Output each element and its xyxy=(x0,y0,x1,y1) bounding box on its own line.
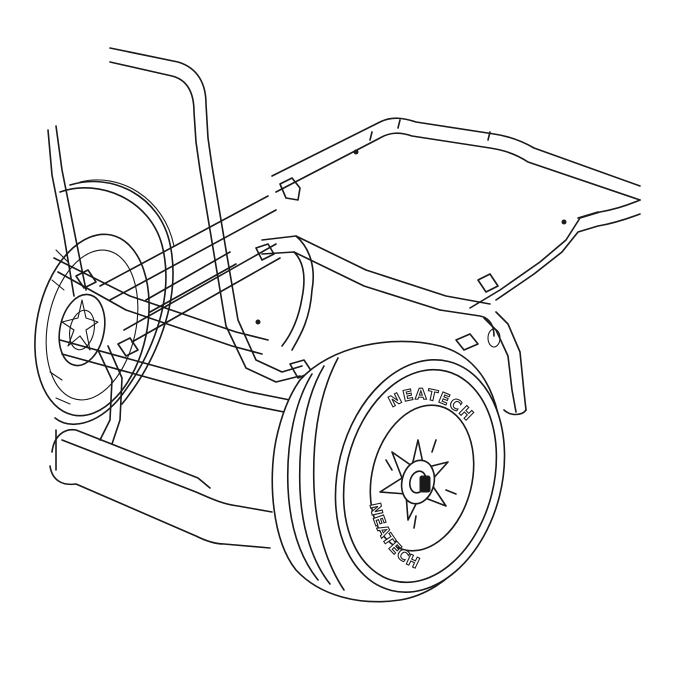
rear-wheel xyxy=(34,179,175,426)
rear-wheel-hub xyxy=(58,293,106,367)
front-wheel: NEATECH NEATECH xyxy=(271,340,506,603)
front-wheel-hub xyxy=(379,439,457,529)
cart-frame xyxy=(47,47,641,549)
